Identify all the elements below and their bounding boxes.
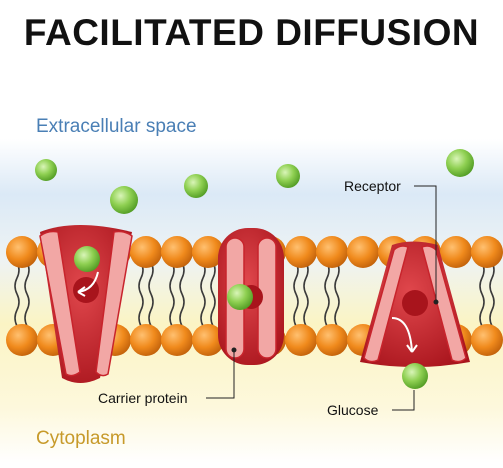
lipid-tail [169, 261, 175, 327]
glucose-leader-line [392, 390, 415, 411]
movement-arrows [77, 271, 418, 353]
lipid-head [161, 236, 193, 268]
lipid-tail [14, 261, 20, 327]
lipid-head [6, 236, 38, 268]
lipid-head [161, 324, 193, 356]
lipid-head [440, 236, 472, 268]
carrier-leader-dot [231, 347, 237, 353]
lipid-head [130, 324, 162, 356]
lipid-tail [200, 261, 206, 327]
lipid-head [316, 324, 348, 356]
lipid-tail [479, 261, 485, 327]
lipid-tails [14, 261, 495, 327]
lipid-tail [148, 261, 154, 327]
lipid-head [471, 324, 503, 356]
diagram-title: FACILITATED DIFFUSION [23, 12, 480, 53]
lipid-tail [324, 261, 330, 327]
lipid-tail [293, 261, 299, 327]
glucose-molecule [276, 164, 300, 188]
arrow-icon [391, 317, 413, 353]
lipid-head [316, 236, 348, 268]
arrow-icon [77, 271, 99, 293]
glucose-molecule-entering [74, 246, 100, 272]
lipid-tail [179, 261, 185, 327]
lipid-head [285, 324, 317, 356]
lipid-tail [210, 261, 216, 327]
carrier-protein-label: Carrier protein [98, 390, 188, 406]
lipid-head [6, 324, 38, 356]
lipid-head [285, 236, 317, 268]
lipid-head [347, 236, 379, 268]
lipid-head [192, 324, 224, 356]
glucose-molecule [110, 186, 138, 214]
receptor-leader-dot [433, 299, 439, 305]
leader-lines [206, 185, 439, 411]
receptor-leader-line [414, 185, 437, 300]
glucose-molecule [35, 159, 57, 181]
glucose-molecule [184, 174, 208, 198]
cytoplasm-label: Cytoplasm [36, 428, 126, 449]
carrier-leader-line [206, 352, 235, 399]
glucose-molecule [446, 149, 474, 177]
lipid-tail [24, 261, 30, 327]
extracellular-space-label: Extracellular space [36, 116, 197, 137]
carrier-protein-open-outside [39, 225, 133, 383]
glucose-molecules [35, 149, 474, 389]
lipid-tail [303, 261, 309, 327]
arrowhead-icon [77, 286, 86, 297]
lipid-tail [138, 261, 144, 327]
lipid-head [471, 236, 503, 268]
arrowhead-icon [406, 344, 418, 353]
lipid-tail [489, 261, 495, 327]
carrier-protein-open-inside [360, 241, 470, 367]
glucose-label: Glucose [327, 402, 379, 418]
lipid-head [130, 236, 162, 268]
receptor-label: Receptor [344, 178, 401, 194]
glucose-molecule-released [402, 363, 428, 389]
lipid-head [192, 236, 224, 268]
glucose-molecule-bound [227, 284, 253, 310]
lipid-tail [334, 261, 340, 327]
